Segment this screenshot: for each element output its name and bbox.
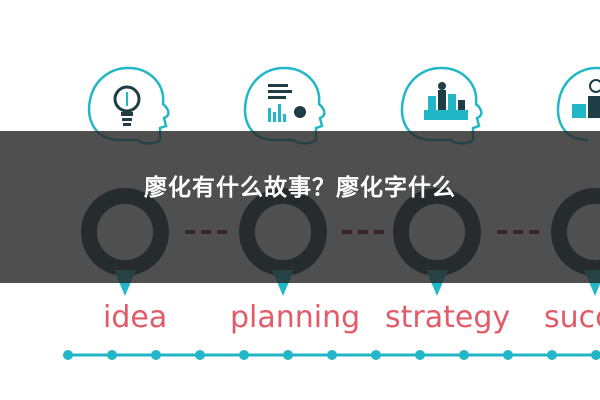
step-label-idea: idea <box>103 300 168 335</box>
document-chart-icon <box>268 84 306 122</box>
lightbulb-icon <box>113 85 141 126</box>
page-title: 廖化有什么故事？廖化字什么 <box>144 175 456 201</box>
step-label-success: succ <box>544 300 600 335</box>
step-label-planning: planning <box>230 300 361 335</box>
step-label-strategy: strategy <box>385 300 511 335</box>
head-outline-success <box>556 66 600 142</box>
chess-pieces-icon <box>424 82 468 120</box>
timeline <box>63 350 600 360</box>
title-banner <box>0 131 600 283</box>
chart-icon <box>572 79 600 118</box>
